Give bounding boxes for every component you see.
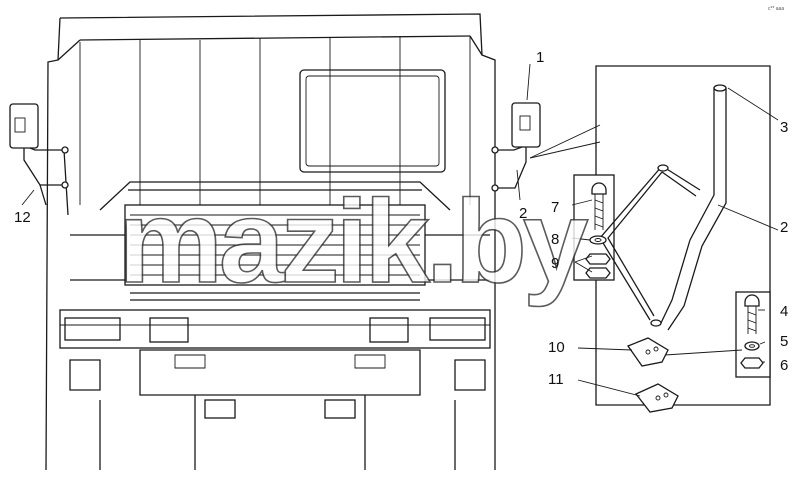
corner-mark: с** ааа xyxy=(768,6,784,12)
callout-12: 12 xyxy=(14,209,31,226)
callout-5: 5 xyxy=(780,333,788,350)
callout-4: 4 xyxy=(780,303,788,320)
watermark-text: mazik.by xyxy=(118,176,588,308)
callout-labels: 1 2 2 3 4 5 6 7 8 9 10 11 12 xyxy=(14,49,788,388)
callout-10: 10 xyxy=(548,339,565,356)
left-mirror-assembly xyxy=(9,103,69,216)
right-mirror-assembly xyxy=(491,63,601,201)
callout-1: 1 xyxy=(536,49,544,66)
callout-3: 3 xyxy=(780,119,788,136)
callout-7: 7 xyxy=(551,199,559,216)
callout-2-right: 2 xyxy=(780,219,788,236)
callout-6: 6 xyxy=(780,357,788,374)
callout-2-left: 2 xyxy=(519,205,527,222)
truck-cab xyxy=(45,13,496,471)
callout-8: 8 xyxy=(551,231,559,248)
callout-11: 11 xyxy=(548,371,564,388)
exploded-detail-frame xyxy=(571,65,779,413)
callout-9: 9 xyxy=(551,255,559,272)
